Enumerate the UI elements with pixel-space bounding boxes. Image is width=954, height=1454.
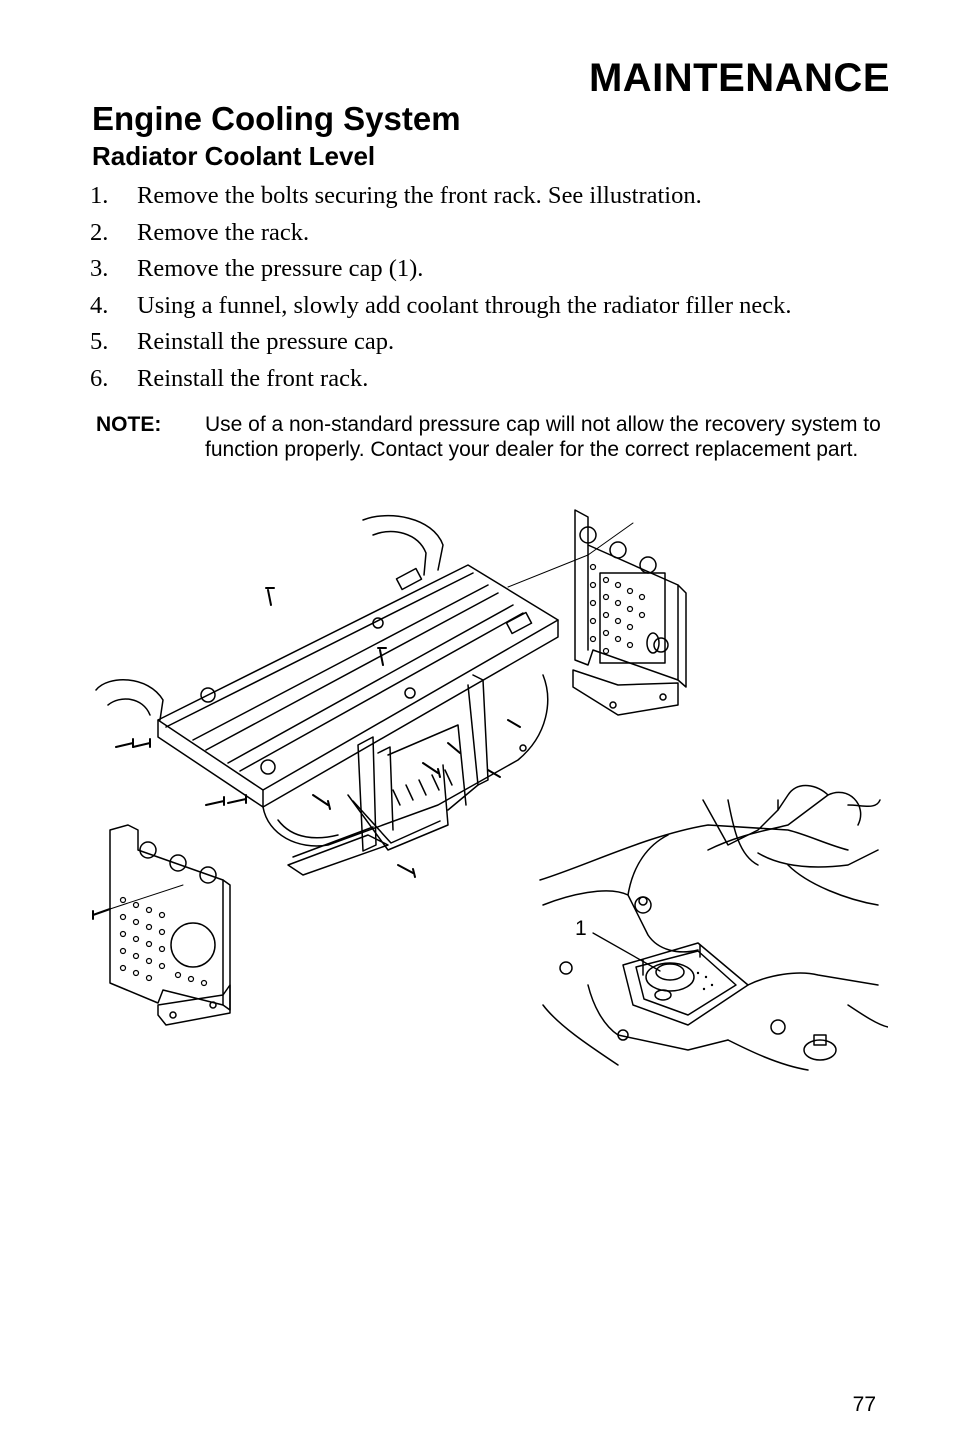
note-text: Use of a non-standard pressure cap will … [205,413,881,461]
radiator-filler-drawing: 1 [539,784,888,1071]
step-item: 6. Reinstall the front rack. [90,361,910,398]
step-number: 4. [90,291,109,319]
step-item: 4. Using a funnel, slowly add coolant thr… [90,288,910,325]
section-header: MAINTENANCE [588,56,890,100]
step-number: 5. [90,328,109,356]
step-item: 1. Remove the bolts securing the front ra… [90,178,910,215]
step-text: Reinstall the pressure cap. [137,328,395,356]
callout-label: 1 [575,917,587,940]
side-plate-left-drawing [92,824,231,1026]
step-item: 5. Reinstall the pressure cap. [90,324,910,361]
step-item: 2. Remove the rack. [90,215,910,252]
procedure-steps: 1. Remove the bolts securing the front ra… [90,178,910,398]
step-text: Using a funnel, slowly add coolant throu… [137,291,792,319]
step-number: 3. [90,255,109,283]
step-text: Remove the rack. [137,218,310,246]
step-text: Reinstall the front rack. [137,364,369,392]
subsection-title: Radiator Coolant Level [92,141,376,171]
side-plate-drawing [572,509,687,716]
step-item: 3. Remove the pressure cap (1). [90,251,910,288]
step-number: 2. [90,218,109,246]
front-rack-illustration: 1 [92,509,888,1071]
page-title: Engine Cooling System [92,100,461,137]
note: NOTE: Use of a non-standard pressure cap… [96,412,906,462]
page-number: 77 [852,1393,876,1416]
step-number: 1. [90,182,109,209]
step-number: 6. [90,364,109,392]
step-text: Remove the pressure cap (1). [137,255,424,283]
step-text: Remove the bolts securing the front rack… [137,182,702,209]
front-rack-drawing [95,514,634,878]
note-label: NOTE: [96,413,162,436]
